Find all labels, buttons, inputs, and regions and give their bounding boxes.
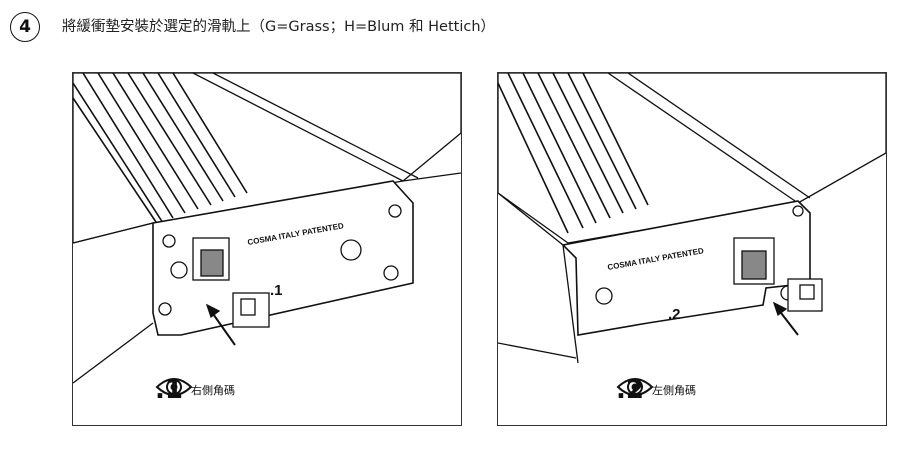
- part-label: .2: [668, 306, 681, 323]
- illustration-right-bracket: COSMA ITALY PATENTED .1 .1 右側角碼: [72, 72, 462, 426]
- step-instruction: 將緩衝墊安裝於選定的滑軌上（G=Grass；H=Blum 和 Hettich）: [62, 19, 496, 35]
- caption-label: 右側角碼: [190, 384, 235, 397]
- part-label: .1: [270, 282, 283, 299]
- eye-icon: [616, 378, 654, 396]
- caption: .1 右側角碼: [155, 375, 235, 405]
- rail-grooves: [73, 73, 248, 226]
- eye-icon: [155, 378, 193, 396]
- caption-label: 左側角碼: [651, 384, 696, 397]
- caption: .2 左側角碼: [616, 375, 696, 405]
- illustration-left-bracket: COSMA ITALY PATENTED .2 .2 左側角碼: [497, 72, 887, 426]
- rail-grooves: [498, 73, 649, 234]
- step-number-badge: 4: [10, 12, 40, 42]
- drawer-rail-illustration: COSMA ITALY PATENTED .2: [498, 73, 886, 364]
- drawer-rail-illustration: COSMA ITALY PATENTED .1: [73, 73, 461, 384]
